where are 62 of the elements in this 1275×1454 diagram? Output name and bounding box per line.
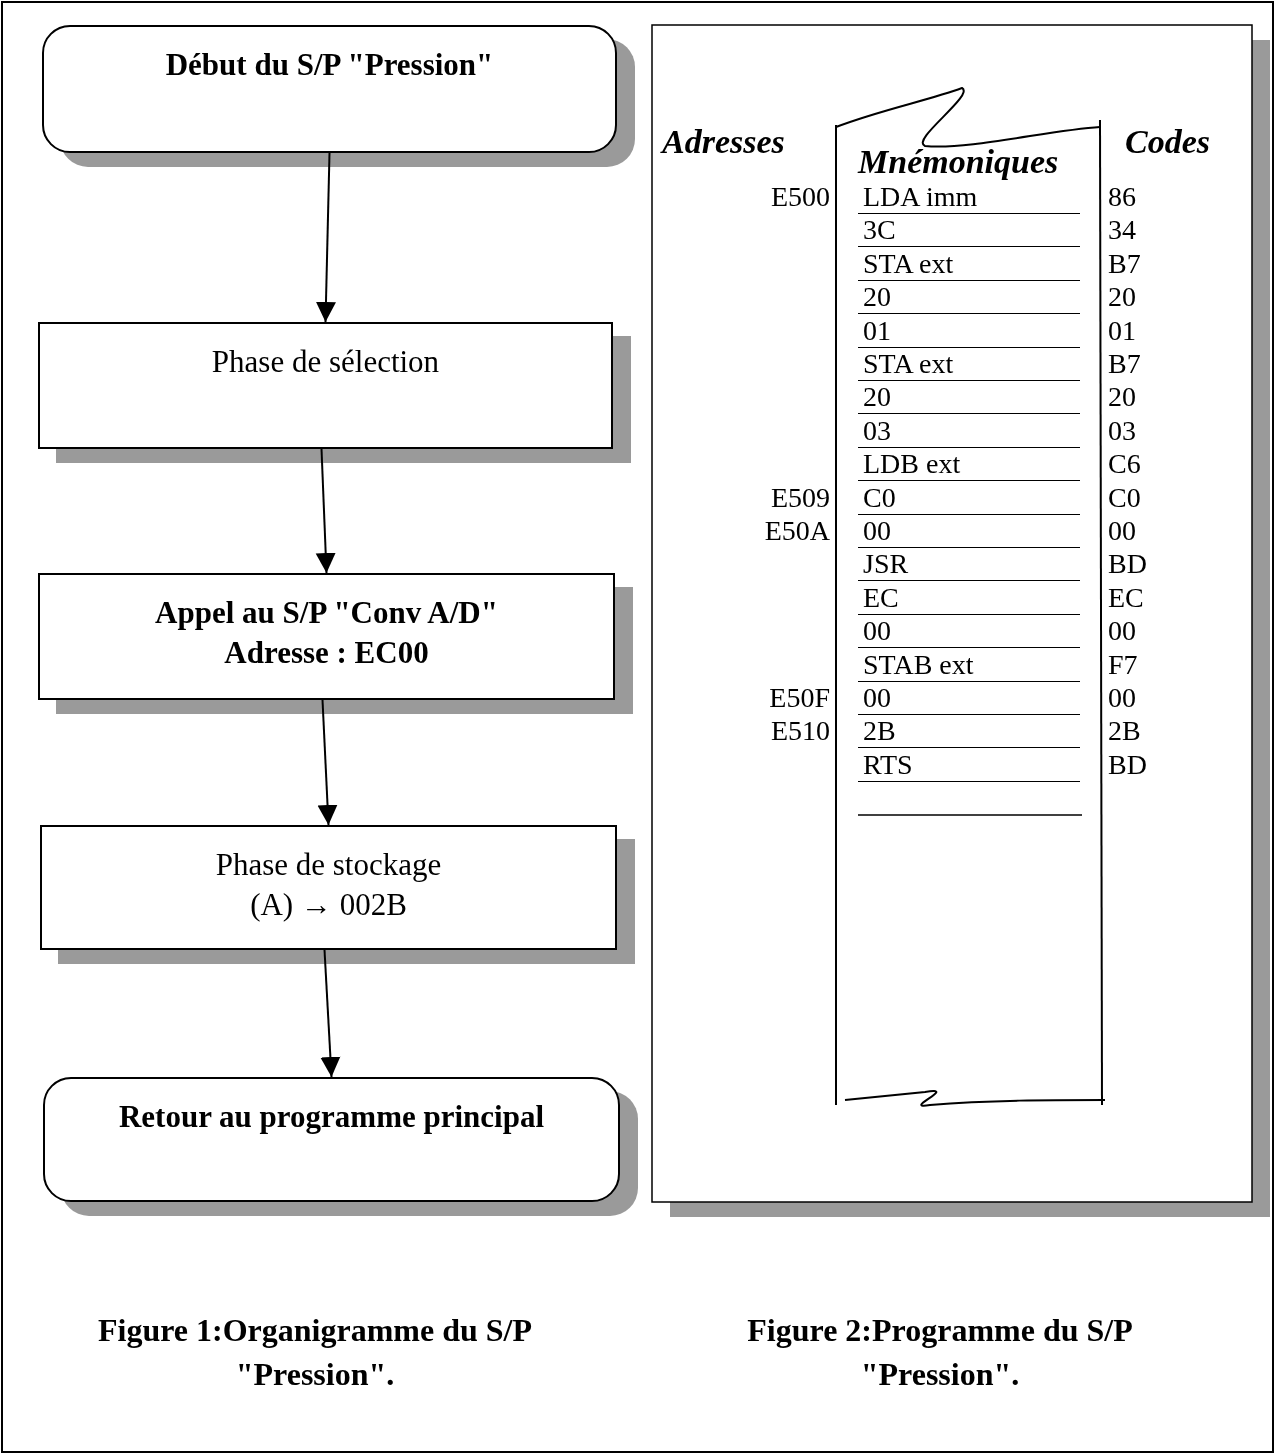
process-box (38, 573, 615, 700)
arrow (317, 699, 338, 826)
opcode-label: C6 (1108, 448, 1141, 481)
node-text: Appel au S/P "Conv A/D" (155, 594, 498, 632)
mnemonic-cell: 00 (858, 682, 1080, 715)
opcode-label: 03 (1108, 414, 1136, 447)
node-text: Adresse : EC00 (224, 634, 429, 673)
mnemonic-cell: STA ext (858, 348, 1080, 381)
mnemonic-cell: LDB ext (858, 448, 1080, 482)
address-label: E509 (770, 481, 830, 514)
mnemonic-cell: 20 (858, 381, 1080, 415)
opcode-label: 00 (1108, 615, 1136, 648)
node-text: Retour au programme principal (118, 1098, 545, 1136)
mnemonic-cell: 00 (858, 615, 1080, 649)
opcode-label: BD (1108, 548, 1147, 581)
arrow (316, 152, 336, 323)
opcode-label: F7 (1108, 648, 1138, 681)
column-header: Adresses (662, 122, 785, 162)
mnemonic-cell: LDA imm (858, 181, 1080, 214)
address-label: E50F (769, 682, 830, 714)
opcode-label: 20 (1108, 281, 1136, 314)
node-text: Phase de sélection (211, 343, 440, 381)
terminal-box (42, 25, 617, 153)
opcode-label: 20 (1108, 381, 1136, 414)
process-box (40, 825, 617, 950)
opcode-label: 34 (1108, 214, 1136, 247)
mnemonic-cell: STAB ext (858, 648, 1080, 682)
terminal-box (43, 1077, 620, 1202)
mnemonic-cell: 01 (858, 314, 1080, 348)
address-label: E500 (770, 181, 830, 213)
opcode-label: 01 (1108, 314, 1136, 347)
address-label: E50A (764, 515, 830, 547)
column-header: Codes (1125, 122, 1210, 162)
figure-caption: Figure 2:Programme du S/P "Pression". (746, 1311, 1134, 1394)
process-box (38, 322, 613, 449)
opcode-label: 86 (1108, 181, 1136, 213)
mnemonic-cell: JSR (858, 548, 1080, 582)
mnemonic-cell: 00 (858, 515, 1080, 548)
node-text: (A) → 002B (250, 886, 407, 925)
mnemonic-cell: RTS (858, 748, 1080, 782)
opcode-label: BD (1108, 748, 1147, 781)
mnemonic-cell: EC (858, 581, 1080, 615)
node-text: Phase de stockage (215, 846, 442, 884)
opcode-label: EC (1108, 581, 1144, 614)
opcode-label: 2B (1108, 715, 1141, 748)
arrow (320, 949, 341, 1078)
node-text: Début du S/P "Pression" (165, 46, 494, 84)
arrow (315, 448, 336, 574)
figure-caption: Figure 1:Organigramme du S/P "Pression". (96, 1311, 533, 1394)
mnemonic-cell: STA ext (858, 247, 1080, 281)
mnemonic-cell: 20 (858, 281, 1080, 315)
column-header: Mnémoniques (858, 142, 1059, 182)
opcode-label: B7 (1108, 348, 1141, 380)
mnemonic-cell: 3C (858, 214, 1080, 248)
opcode-label: 00 (1108, 682, 1136, 714)
mnemonic-cell: 2B (858, 715, 1080, 749)
mnemonic-cell: C0 (858, 481, 1080, 515)
opcode-label: B7 (1108, 247, 1141, 280)
address-label: E510 (770, 715, 830, 748)
opcode-label: C0 (1108, 481, 1141, 514)
mnemonic-cell: 03 (858, 414, 1080, 448)
opcode-label: 00 (1108, 515, 1136, 547)
